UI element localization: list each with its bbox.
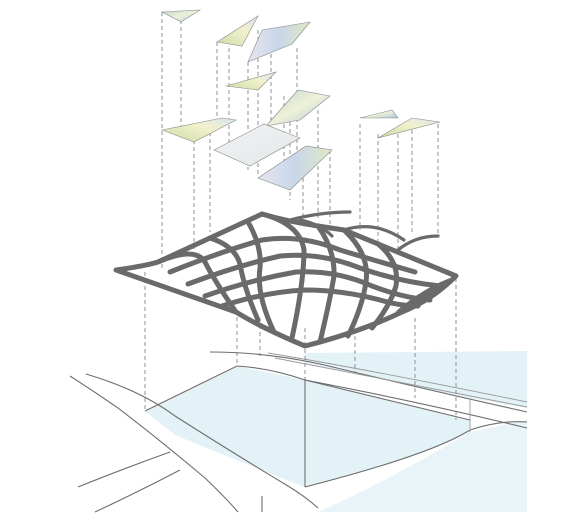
panel-9: [359, 109, 399, 119]
panel-8: [257, 145, 333, 191]
rib-long-3: [202, 269, 433, 303]
rib-extension-2: [342, 225, 406, 242]
promenade-rail-1: [267, 352, 528, 403]
panel-6: [160, 117, 237, 143]
rib-long-4: [219, 287, 421, 309]
road-edge-left: [69, 375, 239, 513]
panel-5: [265, 89, 331, 127]
rib-transverse-1: [155, 251, 239, 315]
promenade-rail-2: [274, 357, 528, 408]
panel-3: [247, 21, 311, 63]
road-branch-lower-2: [94, 469, 181, 513]
rib-extension-1: [288, 210, 352, 222]
rib-transverse-4: [259, 211, 307, 341]
rib-transverse-7: [369, 241, 400, 331]
panel-2: [216, 15, 259, 47]
rib-transverse-3: [245, 219, 277, 335]
road-branch-lower: [77, 451, 171, 488]
panel-4: [225, 71, 278, 91]
panel-7: [213, 123, 301, 167]
rib-extension-3: [396, 234, 440, 252]
panel-1: [160, 9, 202, 23]
plaza-edge: [144, 365, 471, 421]
panel-10: [377, 117, 441, 139]
rib-extension-4: [298, 218, 334, 238]
rib-long-1: [167, 235, 418, 275]
canopy-panels-layer: [160, 9, 441, 191]
promenade-edge-lower: [304, 379, 528, 429]
road-edge-left-inner: [85, 373, 319, 509]
water-area-main: [145, 366, 470, 487]
rib-long-2: [185, 252, 443, 289]
ground-plane: [69, 351, 528, 513]
roof-structure-grid: [113, 210, 459, 349]
projection-guide-lines: [144, 12, 457, 420]
water-area-lower: [318, 420, 527, 512]
